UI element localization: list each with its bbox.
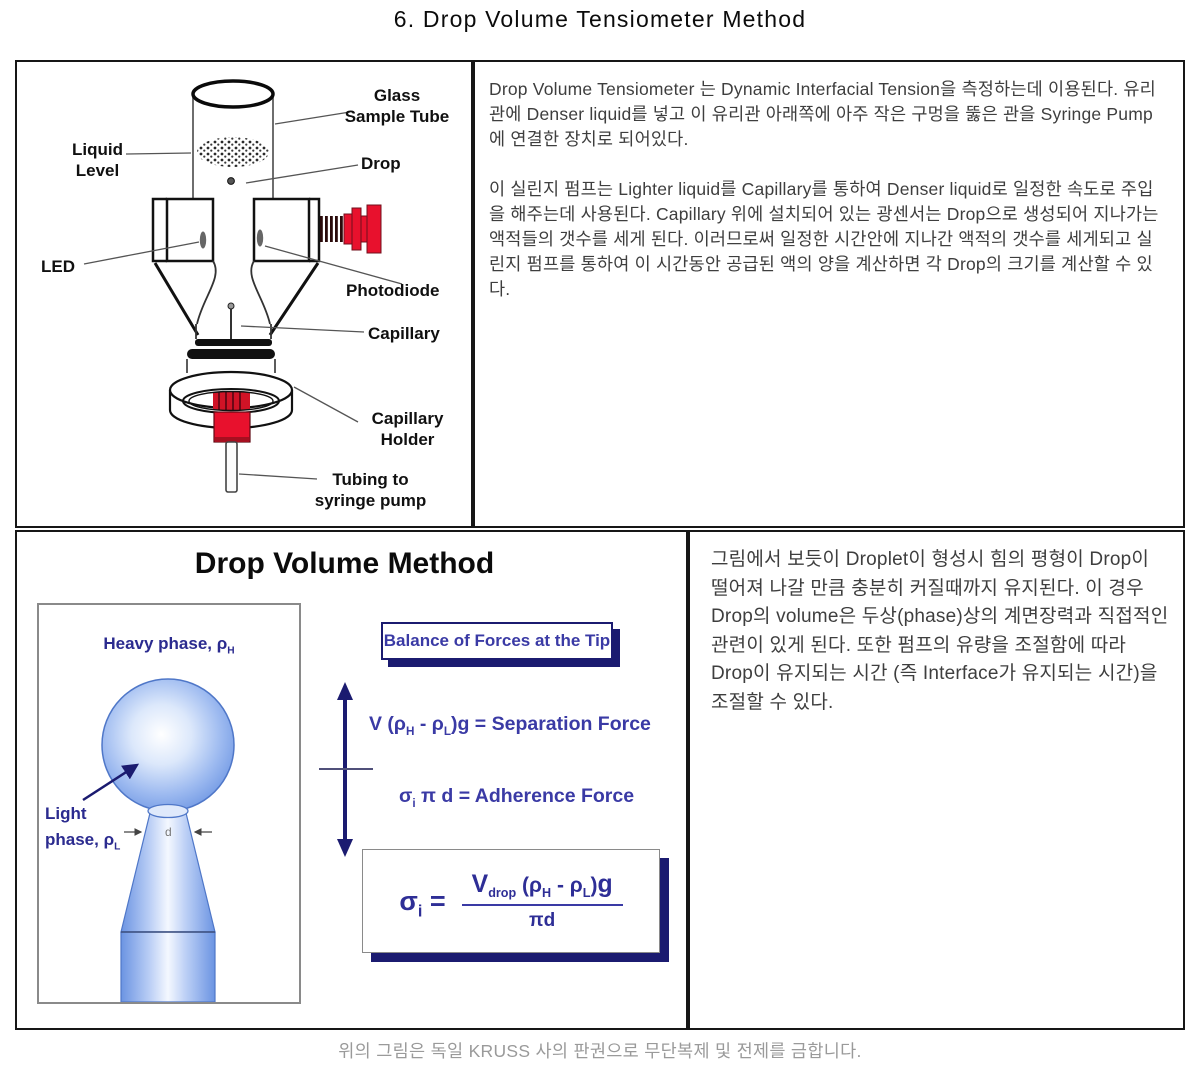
liquid-level-band (197, 137, 269, 167)
label-glass-sample-tube: Glass Sample Tube (344, 86, 450, 126)
method-title: Drop Volume Method (194, 547, 495, 580)
d-dimension-label: d (165, 825, 172, 839)
copyright-notice: 위의 그림은 독일 KRUSS 사의 판권으로 무단복제 및 전제를 금합니다. (338, 1041, 862, 1061)
tensiometer-drawing (83, 79, 403, 493)
label-tubing: Tubing to syringe pump (314, 470, 427, 510)
formula-numerator: Vdrop (ρH - ρL)g (461, 871, 623, 906)
pointer-lines (83, 111, 403, 480)
force-double-arrow (319, 682, 373, 857)
interfacial-tension-formula-box: σi = Vdrop (ρH - ρL)g πd (362, 849, 660, 953)
photodiode-lens (256, 229, 264, 247)
light-phase-label: Light phase, ρL (45, 801, 120, 853)
syringe-connector (213, 411, 251, 493)
tubing-shape (225, 441, 238, 493)
label-photodiode: Photodiode (346, 281, 440, 300)
capillary-holder-shape (168, 370, 294, 430)
bottom-description: 그림에서 보듯이 Droplet이 형성시 힘의 평형이 Drop이 떨어져 나… (693, 532, 1183, 1028)
formula-lhs: σi = (399, 885, 446, 920)
light-phase-column (120, 931, 216, 1003)
light-phase-label-line2: phase, ρL (45, 830, 121, 853)
top-panel-divider (471, 62, 475, 526)
droplet-drawing: d (82, 678, 235, 1003)
separation-force-equation: V (ρH - ρL)g = Separation Force (369, 713, 651, 738)
funnel (195, 260, 272, 339)
formula-denominator: πd (529, 909, 556, 931)
heavy-phase-label: Heavy phase, ρH (103, 634, 235, 657)
led-box (151, 197, 215, 336)
bottom-panel: Drop Volume Method (15, 530, 1185, 1030)
page-title: 6. Drop Volume Tensiometer Method (393, 6, 807, 32)
red-knob (320, 204, 382, 254)
drop-dot (227, 177, 235, 185)
photodiode-box (252, 197, 321, 336)
label-capillary: Capillary (368, 324, 440, 343)
led-lens (199, 231, 207, 249)
top-description-paragraph-2: 이 실린지 펌프는 Lighter liquid를 Capillary를 통하여… (489, 179, 1159, 299)
label-liquid-level: Liquid Level (72, 140, 123, 180)
label-drop: Drop (361, 154, 401, 173)
capillary-tip-opening (147, 803, 189, 819)
light-phase-label-line1: Light (45, 804, 87, 823)
glass-sample-tube-shape (191, 79, 275, 200)
top-description: Drop Volume Tensiometer 는 Dynamic Interf… (475, 62, 1183, 526)
label-capillary-holder: Capillary Holder (371, 409, 444, 449)
heavy-phase-drop (101, 678, 235, 812)
balance-of-forces-box: Balance of Forces at the Tip (381, 622, 613, 660)
light-phase-arrow (82, 763, 140, 802)
droplet-figure: d Heavy phase, ρH Light phase, ρL (37, 603, 301, 1004)
tensiometer-diagram: Glass Sample Tube Liquid Level Drop LED … (17, 62, 472, 525)
label-led: LED (41, 257, 75, 276)
top-panel: Glass Sample Tube Liquid Level Drop LED … (15, 60, 1185, 528)
o-rings (186, 339, 276, 373)
formula-fraction: Vdrop (ρH - ρL)g πd (461, 871, 623, 932)
bottom-panel-divider (686, 532, 690, 1028)
top-description-paragraph-1: Drop Volume Tensiometer 는 Dynamic Interf… (489, 79, 1156, 149)
drop-volume-method-diagram: Drop Volume Method (17, 532, 689, 1027)
adherence-force-equation: σi π d = Adherence Force (399, 785, 635, 810)
bottom-description-paragraph: 그림에서 보듯이 Droplet이 형성시 힘의 평형이 Drop이 떨어져 나… (711, 549, 1169, 713)
